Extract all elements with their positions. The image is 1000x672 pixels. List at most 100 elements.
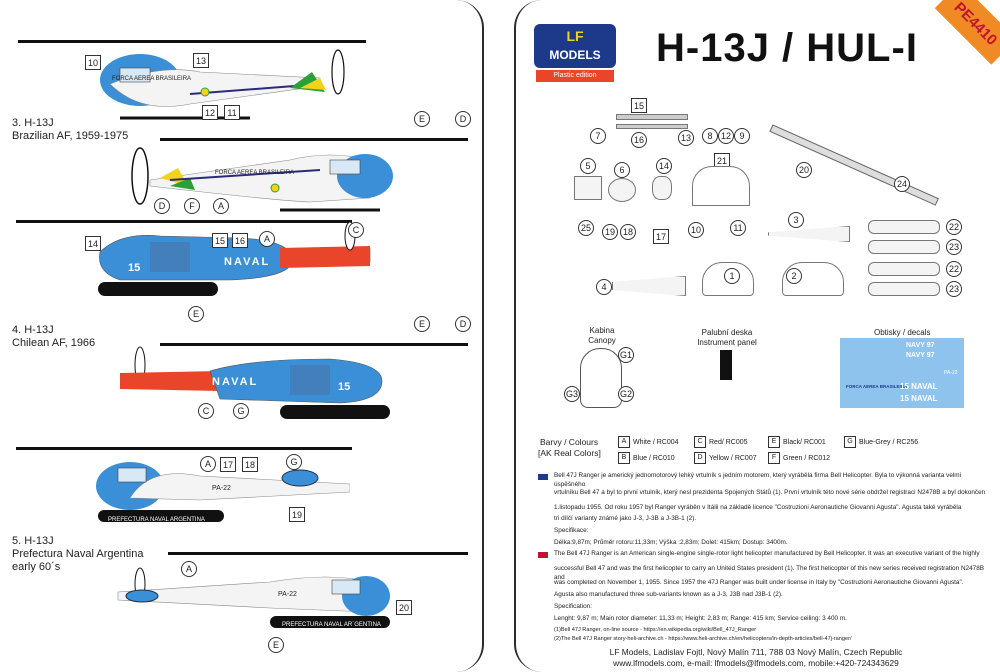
part-num-8: 8 xyxy=(702,128,718,144)
reference-2[interactable]: (2)The Bell 47J Ranger story-heli-archiv… xyxy=(554,636,852,642)
part-num-12: 12 xyxy=(718,128,734,144)
callout-11: 11 xyxy=(224,105,240,120)
main-rotor xyxy=(16,447,352,450)
callout-E: E xyxy=(414,316,430,332)
callout-18: 18 xyxy=(242,457,258,472)
decal-fab: FORCA AEREA BRASILEIRA xyxy=(846,384,908,389)
part-num-11: 11 xyxy=(730,220,746,236)
colours-subheading: [AK Real Colors] xyxy=(538,448,601,458)
heli-chile-right xyxy=(120,346,390,419)
edition-badge: Plastic edition xyxy=(536,70,614,82)
marking-15: 15 xyxy=(338,381,351,393)
callout-19: 19 xyxy=(289,507,305,522)
text-en-1: The Bell 47J Ranger is an American singl… xyxy=(554,550,980,557)
text-en-2: successful Bell 47 and was the first hel… xyxy=(554,565,985,581)
part-num-22: 22 xyxy=(946,219,962,235)
text-cz-2: vrtulníku Bell 47 a byl to první vrtulní… xyxy=(554,489,986,496)
lf-models-logo: LF MODELS xyxy=(534,24,616,68)
callout-12: 12 xyxy=(202,105,218,120)
part-num-9: 9 xyxy=(734,128,750,144)
decal-pa22: PA-22 xyxy=(944,370,958,376)
callout-A: A xyxy=(213,198,229,214)
footer-address: LF Models, Ladislav Fojtl, Nový Malín 71… xyxy=(609,647,903,657)
part-num-14: 14 xyxy=(656,158,672,174)
part-num-23: 23 xyxy=(946,239,962,255)
part-skid xyxy=(868,282,940,296)
part-rod xyxy=(616,124,688,129)
text-en-5: Specification: xyxy=(554,603,593,610)
reference-1[interactable]: (1)Bell 47J Ranger, on-line source - htt… xyxy=(554,627,757,633)
part-loop xyxy=(652,176,672,200)
logo-line2: MODELS xyxy=(549,48,601,62)
callout-G: G xyxy=(286,454,302,470)
decal-navy: NAVY 97 xyxy=(906,342,935,349)
kit-code-banner: PE4410 xyxy=(934,0,1000,65)
callout-15: 15 xyxy=(212,233,228,248)
text-en-6: Lenght: 9,87 m; Main rotor diameter: 11,… xyxy=(554,615,847,622)
callout-G: G xyxy=(233,403,249,419)
part-num-6: 6 xyxy=(614,162,630,178)
callout-E: E xyxy=(268,637,284,653)
part-num-19: 19 xyxy=(602,224,618,240)
canopy-part xyxy=(580,348,622,408)
text-cz-1: Bell 47J Ranger je americký jednomotorov… xyxy=(554,472,962,488)
callout-A: A xyxy=(259,231,275,247)
text-cz-5: Specifikace: xyxy=(554,527,589,534)
canopy-label-cz: Kabina xyxy=(589,326,615,335)
left-sheet: FORCA AEREA BRASILEIRA 10 13 12 11 3. H-… xyxy=(0,0,484,672)
text-cz-4: tri dílčí varianty známé jako J-3, J-3B … xyxy=(554,515,697,522)
footer-contact[interactable]: www.lfmodels.com, e-mail: lfmodels@lfmod… xyxy=(613,658,899,668)
callout-E: E xyxy=(188,306,204,322)
marking-naval: NAVAL xyxy=(212,376,259,388)
colours-heading: Barvy / Colours xyxy=(540,437,599,447)
part-num-G1: G1 xyxy=(618,347,634,363)
part-skid xyxy=(868,220,940,234)
text-cz-6: Délka:9,87m; Průměr rotoru:11,33m; Výška… xyxy=(554,539,788,546)
callout-16: 16 xyxy=(232,233,248,248)
part-num-7: 7 xyxy=(590,128,606,144)
profile5-subtitle1: Prefectura Naval Argentina xyxy=(12,548,144,560)
part-num-22: 22 xyxy=(946,261,962,277)
profile3-title: 3. H-13J xyxy=(12,117,54,129)
part-skid xyxy=(868,262,940,276)
part-rod xyxy=(616,114,688,120)
text-en-3: was completed on November 1, 1955. Since… xyxy=(554,579,964,586)
part-tank xyxy=(608,178,636,202)
marking-pna: PREFECTURA NAVAL ARGENTINA xyxy=(108,517,205,523)
profile4-title: 4. H-13J xyxy=(12,324,54,336)
panel-label-en: Instrument panel xyxy=(697,338,757,347)
decals-label: Obtisky / decals xyxy=(874,328,931,337)
marking-15: 15 xyxy=(128,262,141,274)
text-en-4: Agusta also manufactured three sub-varia… xyxy=(554,591,783,598)
right-sheet: LF MODELS Plastic edition H-13J / HUL-I … xyxy=(514,0,1000,672)
part-num-23: 23 xyxy=(946,281,962,297)
marking-pa22: PA-22 xyxy=(278,591,297,598)
part-frame xyxy=(692,166,750,206)
heli-argentina-right xyxy=(117,567,390,628)
decal-naval: 15 NAVAL xyxy=(900,394,938,403)
marking-fab: FORCA AEREA BRASILEIRA xyxy=(215,170,295,176)
profile5-title: 5. H-13J xyxy=(12,535,54,547)
callout-17: 17 xyxy=(220,457,236,472)
callout-20: 20 xyxy=(396,600,412,615)
main-rotor xyxy=(16,220,352,223)
callout-A: A xyxy=(200,456,216,472)
main-rotor xyxy=(160,138,468,141)
marking-pa22: PA-22 xyxy=(212,485,231,492)
main-rotor xyxy=(168,552,468,555)
marking-fab: FORCA AEREA BRASILEIRA xyxy=(112,76,192,82)
callout-D: D xyxy=(455,111,471,127)
part-num-25: 25 xyxy=(578,220,594,236)
main-rotor xyxy=(18,40,366,43)
callout-D: D xyxy=(154,198,170,214)
part-num-13: 13 xyxy=(678,130,694,146)
part-num-G2: G2 xyxy=(618,386,634,402)
decal-naval: 15 NAVAL xyxy=(900,382,938,391)
part-tailboom xyxy=(612,276,686,296)
callout-F: F xyxy=(184,198,200,214)
part-skid xyxy=(868,240,940,254)
part-num-1: 1 xyxy=(724,268,740,284)
